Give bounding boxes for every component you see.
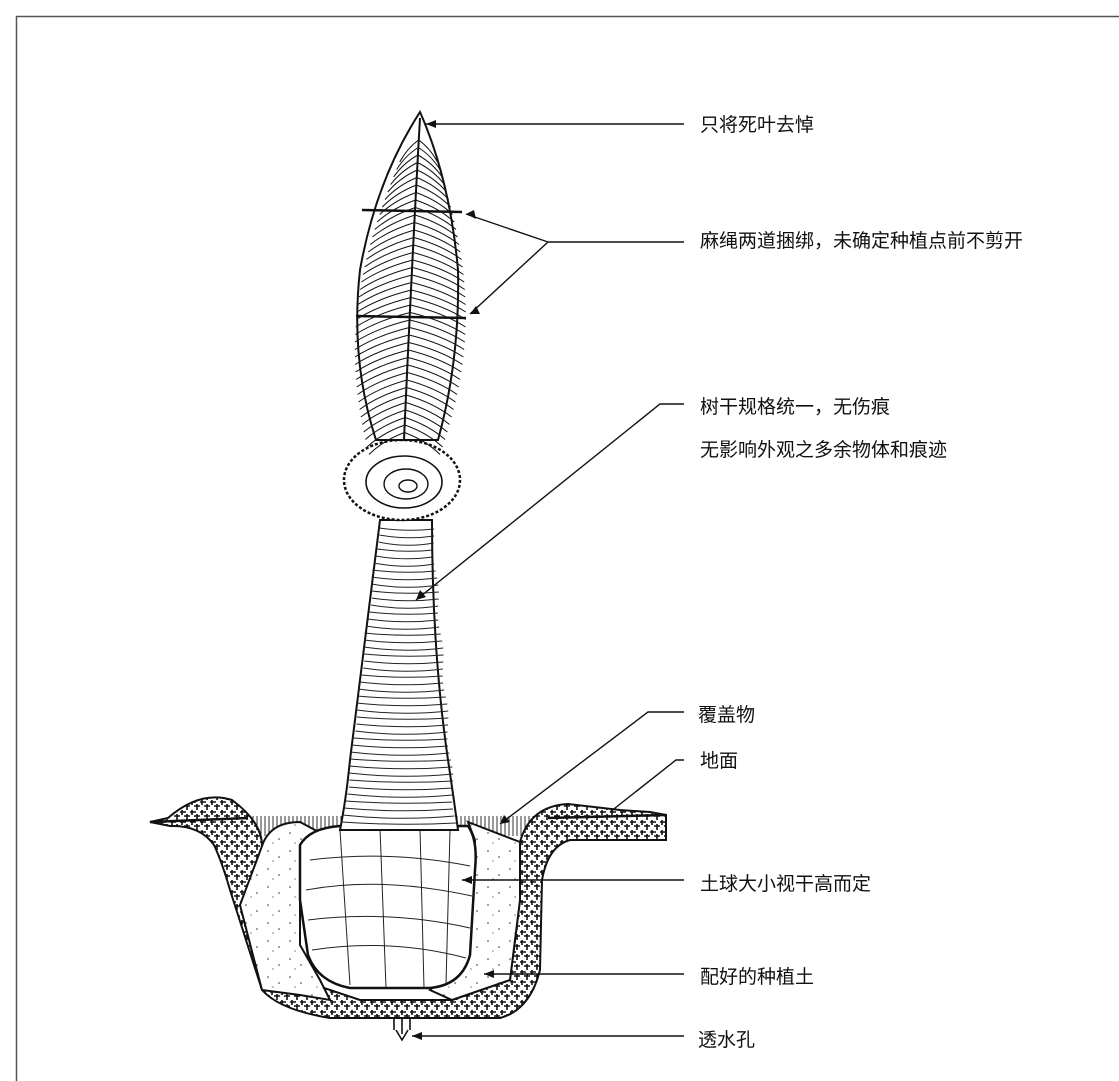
tied-fronds	[355, 112, 466, 455]
label-dead-leaves: 只将死叶去悼	[700, 114, 814, 138]
label-root-ball: 土球大小视干高而定	[700, 873, 871, 897]
label-rope-ties: 麻绳两道捆绑，未确定种植点前不剪开	[700, 230, 1023, 254]
label-ground: 地面	[700, 750, 738, 774]
leader-trunk	[416, 404, 684, 600]
palm-trunk	[340, 520, 458, 830]
label-trunk-spec: 树干规格统一，无伤痕	[700, 396, 890, 420]
label-drain-hole: 透水孔	[698, 1029, 755, 1053]
ground-section	[150, 797, 666, 1040]
label-trunk-appearance: 无影响外观之多余物体和痕迹	[700, 439, 947, 463]
label-mulch: 覆盖物	[698, 704, 755, 728]
page-border	[17, 17, 1119, 1081]
leader-ground	[610, 760, 684, 812]
leader-rope	[466, 214, 684, 314]
label-planting-soil: 配好的种植土	[700, 966, 814, 990]
drain-hole-arrow	[394, 1018, 410, 1040]
crown-bud	[344, 440, 460, 520]
